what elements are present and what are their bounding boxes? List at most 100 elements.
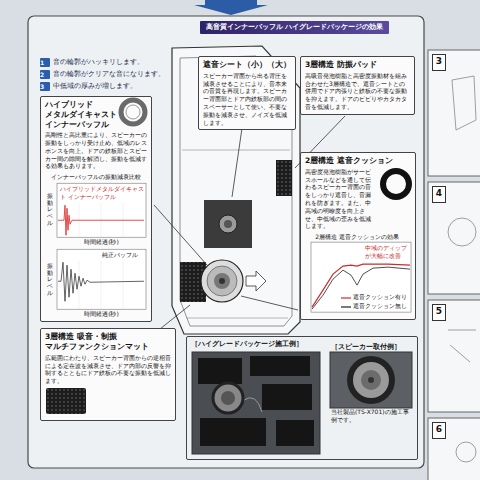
- photo-pad: [198, 358, 242, 384]
- decay-curve: [58, 262, 144, 301]
- sound-sheet-hole: [224, 220, 232, 228]
- speaker-cone: [214, 273, 230, 289]
- title-band: 高音質インナーバッフル ハイグレードパッケージの効果: [200, 21, 389, 34]
- install-photo: [192, 352, 320, 454]
- photo-speaker-cap: [368, 377, 374, 383]
- leader-line: [232, 128, 242, 197]
- legend-text: 遮音クッション無し: [353, 302, 407, 310]
- chart-note: 中域のディップが大幅に改善: [365, 244, 409, 260]
- step-panel: [428, 300, 480, 412]
- step-number: 6: [433, 423, 445, 435]
- baffle-ring: [121, 100, 145, 124]
- box-body: 高吸音発泡樹脂と高密度振動材を組み合わせた3層構造で、遮音シートとの併用でドア内…: [305, 72, 410, 111]
- plot-area: [311, 242, 411, 312]
- photo-speaker-cone: [221, 391, 235, 405]
- baffle-ring-inner: [126, 105, 140, 119]
- box-heading: ハイブリッド メタルダイキャスト インナーバッフル: [45, 100, 115, 129]
- cushion-ring: [383, 171, 409, 197]
- step-panel: [428, 50, 480, 176]
- decay-chart: [57, 183, 146, 237]
- chart-title: インナーバッフルの振動減衰比較: [46, 173, 146, 181]
- legend-line-stroke: [341, 306, 351, 307]
- mat-sample-body: [46, 388, 86, 414]
- photo-caption: 当社製品(TS-X701)の施工事例です。: [331, 408, 411, 424]
- sound-arrow: [246, 271, 266, 291]
- box-body: 広範囲にわたり、スピーカー背面からの逆相音による定在波を減衰させ、ドア内部の反響…: [45, 354, 171, 385]
- step-box: 5: [432, 304, 446, 321]
- bullet-number: 2: [40, 70, 50, 79]
- series-label: 純正バッフル: [102, 251, 144, 259]
- axis-label: 時間経過(秒): [57, 310, 146, 318]
- legend-line-stroke: [341, 297, 351, 298]
- axis-label: 振動レベル: [47, 193, 53, 226]
- bullet-number: 1: [40, 58, 50, 67]
- series-label: ハイブリッドメタルダイキャスト インナーバッフル: [60, 185, 144, 201]
- photo-pad: [200, 418, 266, 446]
- step-sketch: [456, 442, 476, 462]
- step-number: 3: [433, 55, 445, 67]
- panel-heading: ［ハイグレードパッケージ施工例］: [191, 340, 327, 348]
- legend-item: 遮音クッション無し: [341, 302, 407, 310]
- box-heading: 3層構造 防振パッド: [305, 60, 410, 70]
- axis-label: 時間経過(秒): [57, 238, 146, 246]
- box-body: 高剛性と高比重により、スピーカーの振動をしっかり受け止め、低域のレスポンスを向上…: [45, 131, 147, 170]
- bullet-text: 音の輪郭がハッキリします。: [53, 58, 193, 67]
- legend-item: 遮音クッション有り: [341, 293, 407, 301]
- box-body: スピーカー背面から出る背圧を減衰させることにより、音本来の音質を再現します。スピ…: [203, 72, 291, 127]
- sound-sheet: [204, 200, 252, 248]
- door-panel: [172, 46, 300, 334]
- feature-box: 3層構造 吸音・制振 マルチファンクションマット広範囲にわたり、スピーカー背面か…: [40, 328, 176, 421]
- legend-line: [341, 294, 351, 301]
- feature-box: 3層構造 防振パッド高吸音発泡樹脂と高密度振動材を組み合わせた3層構造で、遮音シ…: [300, 56, 415, 115]
- plot-area: [57, 249, 146, 309]
- step-number: 4: [433, 187, 445, 199]
- axis-label: 振動レベル: [47, 263, 53, 296]
- legend-line: [341, 303, 351, 310]
- plot-area: [57, 183, 146, 237]
- step-sketch: [448, 218, 476, 246]
- bullet-text: 音の輪郭がクリアな音になります。: [53, 70, 193, 79]
- panel-heading: ［スピーカー取付例］: [331, 343, 411, 351]
- decay-chart: [57, 249, 146, 309]
- speaker-photo: [330, 352, 412, 408]
- step-sketch: [448, 330, 476, 362]
- leader-line: [241, 296, 298, 310]
- step-panel: [428, 418, 480, 480]
- main-frame: [28, 16, 424, 468]
- response-chart: [311, 242, 411, 312]
- step-box: 6: [432, 422, 446, 439]
- photo-pad: [262, 384, 312, 410]
- grid-line: [79, 261, 123, 309]
- chart-title: 2層構造 遮音クッションの効果: [303, 233, 411, 241]
- step-panel: [428, 182, 480, 294]
- step-box: 4: [432, 186, 446, 203]
- step-sketch: [452, 76, 476, 130]
- box-heading: 3層構造 吸音・制振 マルチファンクションマット: [45, 332, 171, 352]
- bullet-number: 3: [40, 82, 50, 91]
- photo-box: ［スピーカー取付例］ 当社製品(TS-X701)の施工事例です。: [327, 340, 415, 428]
- response-curve: [312, 264, 410, 307]
- leader-line: [154, 205, 207, 265]
- photo-panel: ［ハイグレードパッケージ施工例］ ［スピーカー取付例］ 当社製品(TS-X701)の…: [186, 336, 418, 460]
- step-number: 5: [433, 305, 445, 317]
- response-curve: [312, 267, 410, 309]
- speaker-cap: [219, 278, 225, 284]
- box-heading: 2層構造 遮音クッション: [305, 156, 411, 166]
- photo-pad: [276, 420, 314, 446]
- photo-speaker-cone: [361, 370, 381, 390]
- photo-pad: [250, 356, 310, 376]
- speaker: [201, 260, 243, 302]
- decay-curve: [58, 205, 144, 235]
- feature-box: ハイブリッド メタルダイキャスト インナーバッフル高剛性と高比重により、スピーカ…: [40, 96, 152, 322]
- photo-speaker: [347, 356, 395, 404]
- sound-sheet-hole: [219, 215, 237, 233]
- flow-arrow: [194, 0, 268, 15]
- speaker-cone: [207, 266, 237, 296]
- door-inner-line: [180, 56, 292, 326]
- box-body: 高密度発泡樹脂がサービスホールなどを通して伝わるスピーカー背面の音をしっかり遮音…: [305, 168, 375, 230]
- photo-speaker-cone: [353, 362, 389, 398]
- damping-pad: [276, 160, 292, 196]
- step-box: 3: [432, 54, 446, 71]
- grid-line: [79, 203, 123, 237]
